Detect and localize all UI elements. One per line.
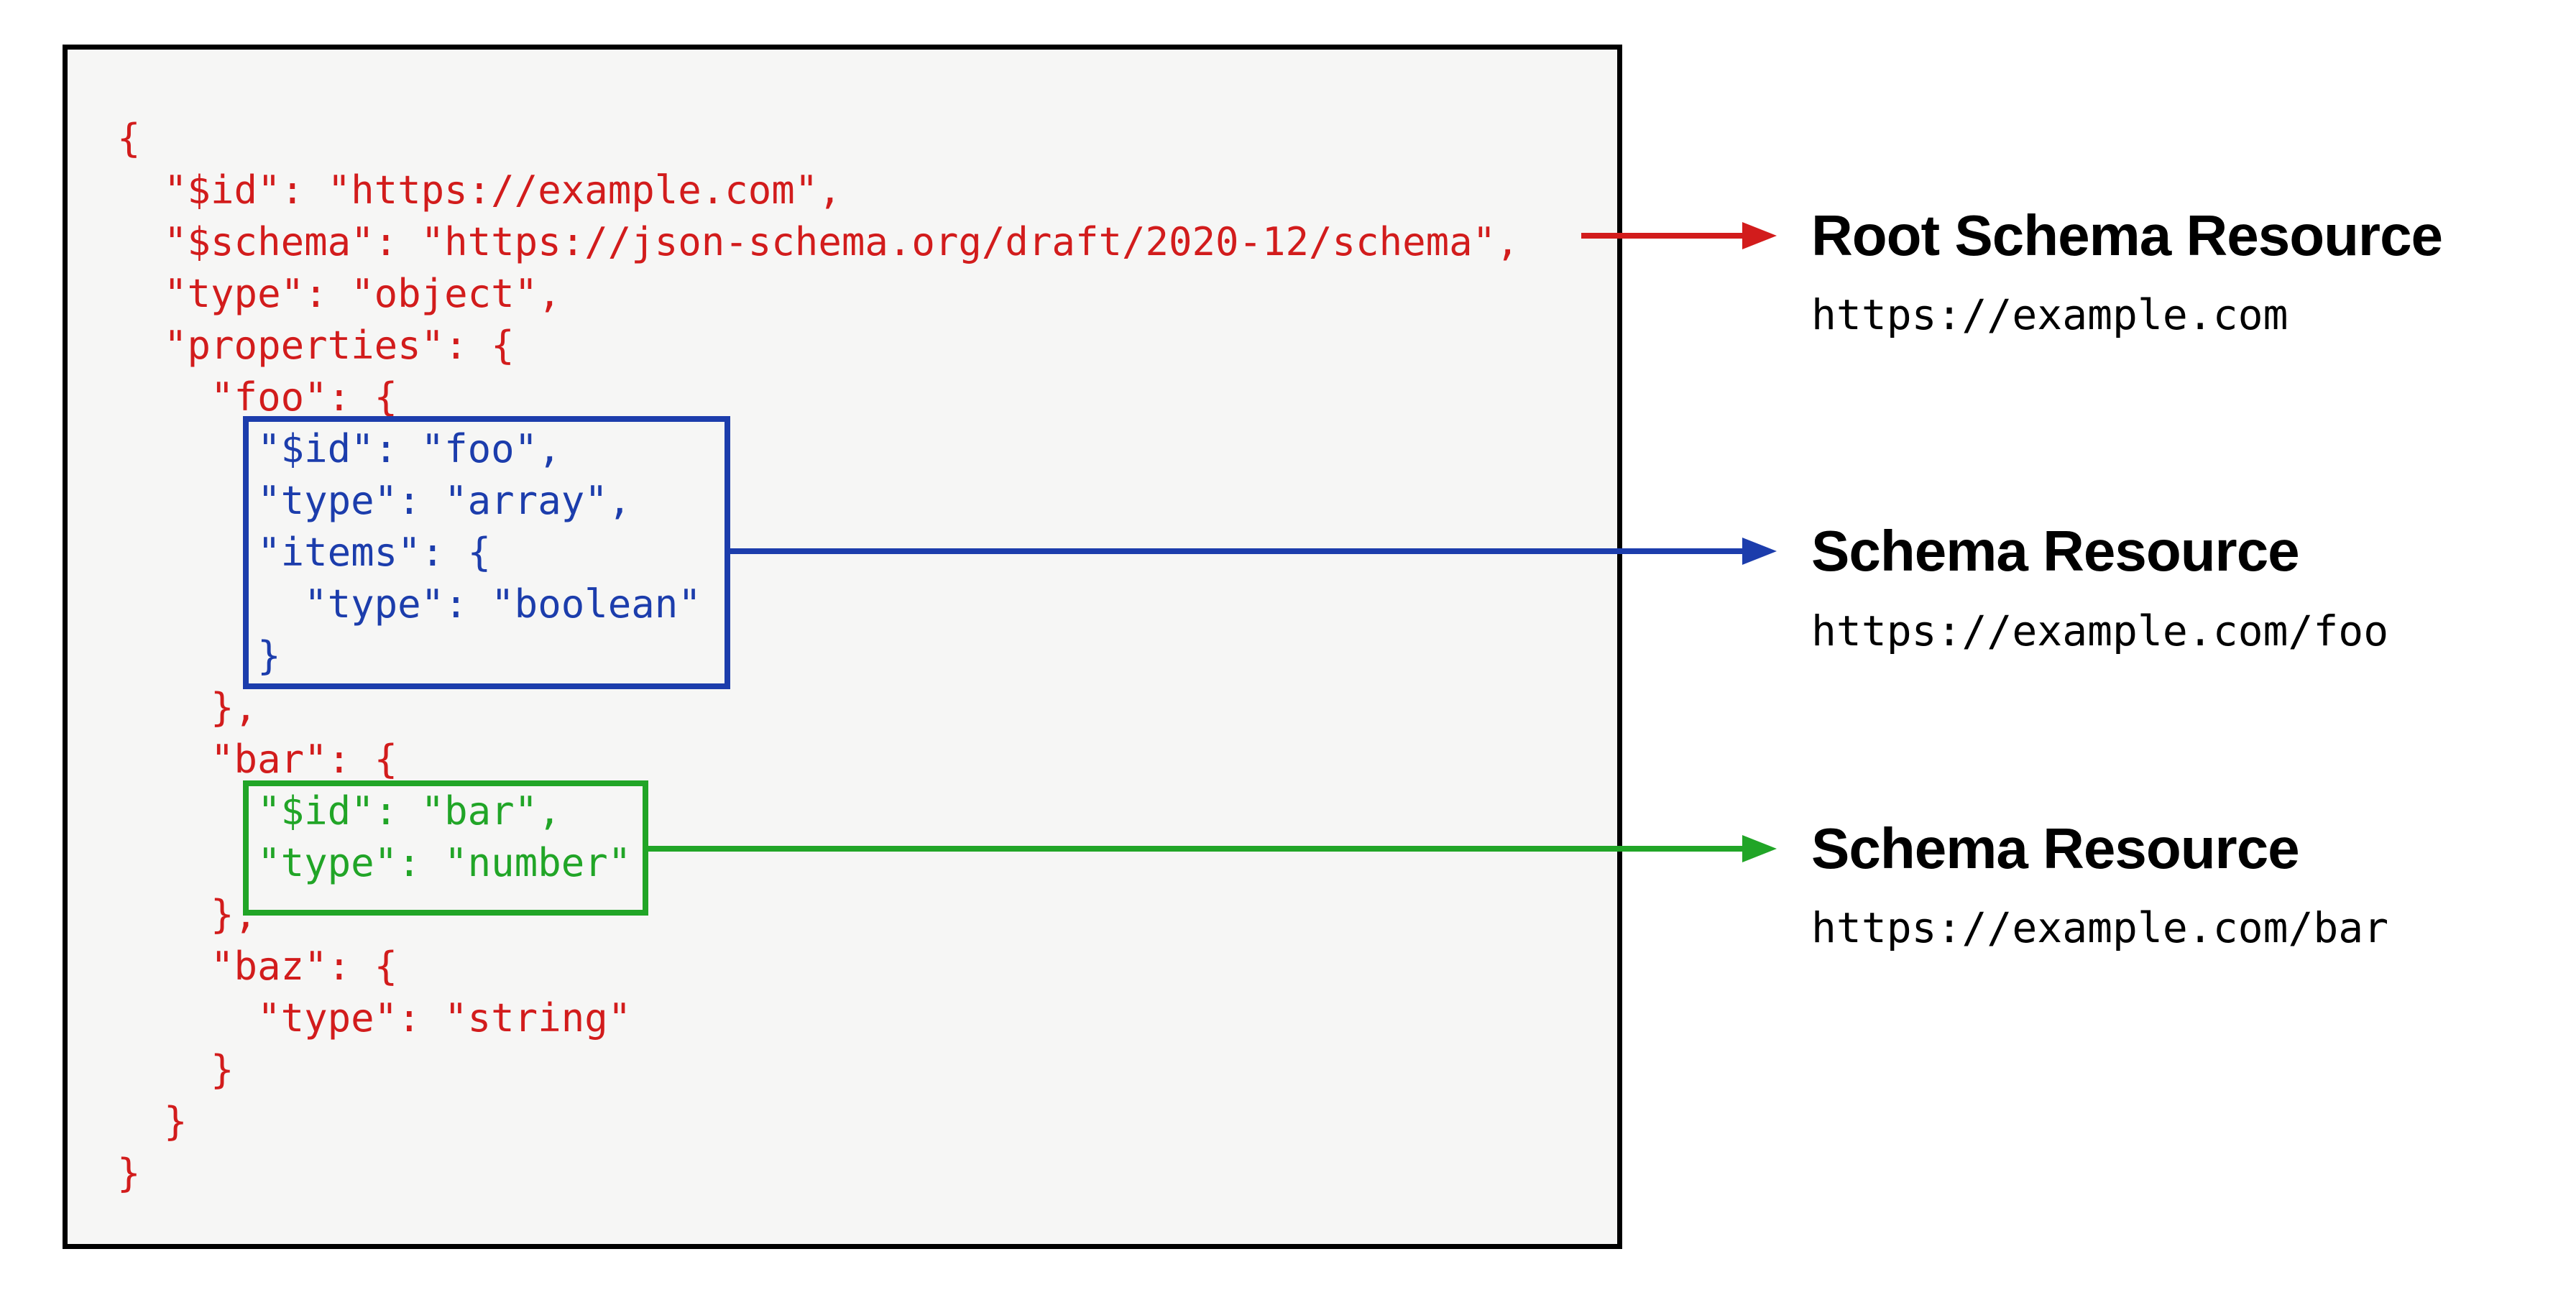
code-line-bar-resource: "$id": "bar",	[117, 788, 561, 834]
code-line: "properties": {	[117, 323, 515, 368]
arrowhead-right-icon	[1742, 538, 1777, 565]
code-line: "baz": {	[117, 944, 398, 989]
code-line-bar-resource: "type": "number"	[117, 840, 632, 885]
code-line: "type": "object",	[117, 271, 561, 316]
code-line: },	[117, 892, 258, 937]
code-line-foo-resource: }	[117, 633, 281, 678]
code-line: "$id": "https://example.com",	[117, 167, 842, 213]
foo-schema-resource-url: https://example.com/foo	[1811, 607, 2389, 655]
json-schema-code-panel: { "$id": "https://example.com", "$schema…	[63, 45, 1622, 1249]
code-line: {	[117, 116, 141, 161]
code-line-foo-resource: "type": "boolean"	[117, 581, 702, 627]
code-line: }	[117, 1151, 141, 1196]
code-line: }	[117, 1099, 188, 1144]
code-line: "foo": {	[117, 374, 398, 420]
root-schema-resource-url: https://example.com	[1811, 290, 2288, 339]
code-line: }	[117, 1047, 234, 1092]
code-line: "bar": {	[117, 737, 398, 782]
code-line-foo-resource: "type": "array",	[117, 478, 632, 523]
code-line: "$schema": "https://json-schema.org/draf…	[117, 219, 1519, 264]
bar-schema-resource-title: Schema Resource	[1811, 816, 2300, 880]
json-code: { "$id": "https://example.com", "$schema…	[68, 50, 1617, 1199]
arrowhead-right-icon	[1742, 835, 1777, 862]
arrowhead-right-icon	[1742, 222, 1777, 249]
code-line-foo-resource: "items": {	[117, 530, 492, 575]
code-line: },	[117, 685, 258, 730]
bar-schema-resource-url: https://example.com/bar	[1811, 903, 2389, 952]
code-line: "type": "string"	[117, 995, 632, 1041]
code-line-foo-resource: "$id": "foo",	[117, 426, 561, 471]
foo-schema-resource-title: Schema Resource	[1811, 519, 2300, 583]
root-schema-resource-title: Root Schema Resource	[1811, 203, 2443, 267]
